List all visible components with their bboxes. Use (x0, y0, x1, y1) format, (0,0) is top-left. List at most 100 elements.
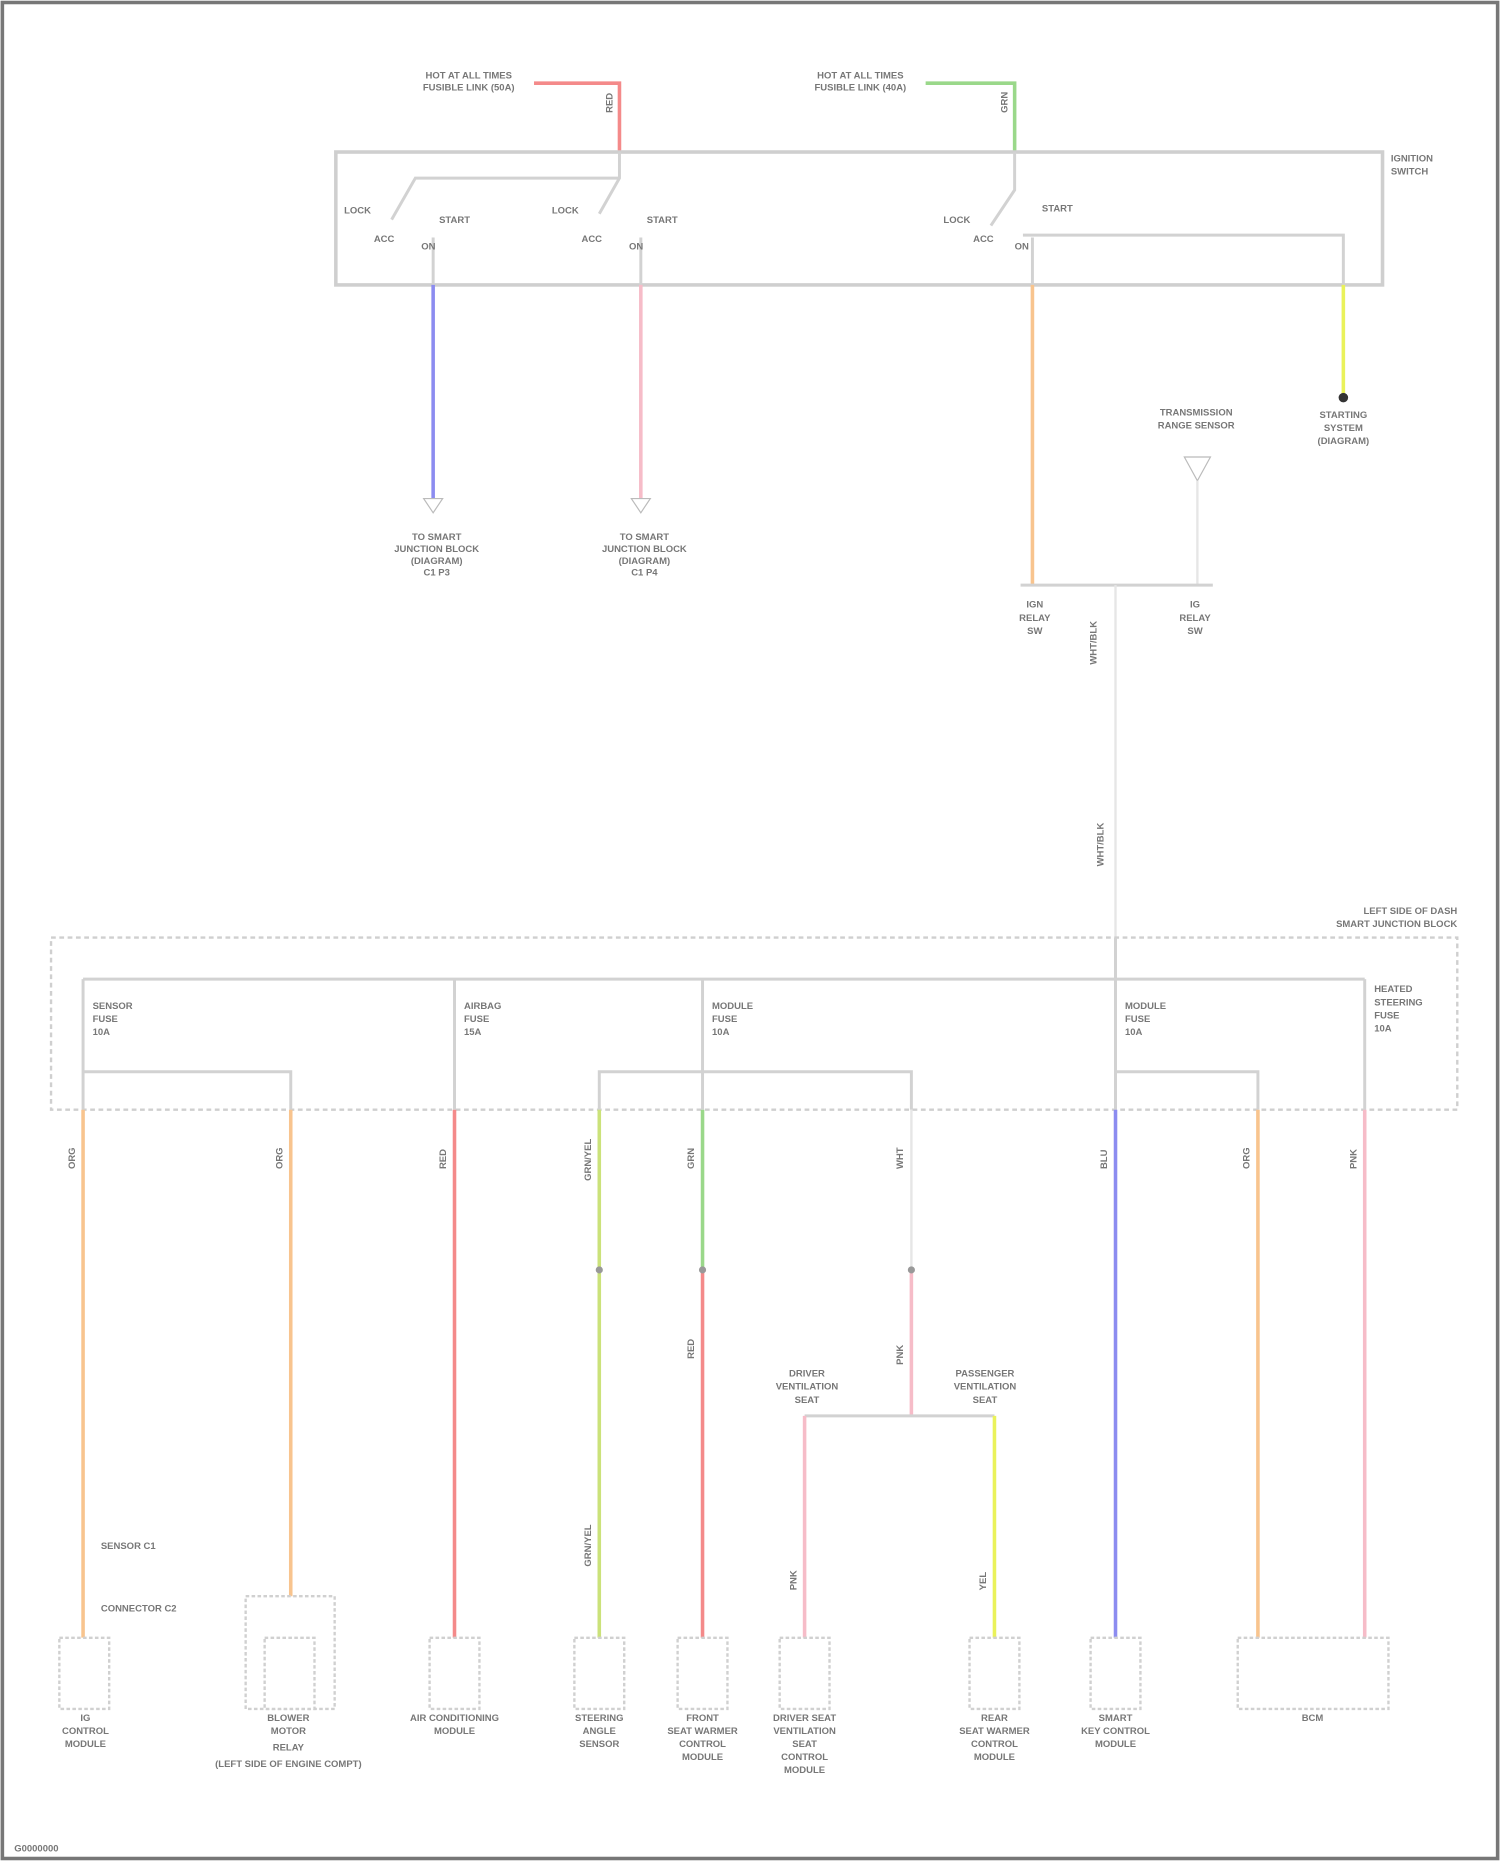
svg-text:IGNITION: IGNITION (1391, 154, 1433, 165)
smart-junction-block: LEFT SIDE OF DASH SMART JUNCTION BLOCK S… (51, 906, 1457, 1110)
svg-text:ORG: ORG (67, 1147, 78, 1169)
fuse-4: MODULE FUSE 10A (1125, 1001, 1166, 1038)
ignition-switch: IGNITION SWITCH LOCK LOCK LOCK ACC ACC A… (336, 152, 1433, 285)
svg-text:MODULE: MODULE (65, 1739, 106, 1750)
svg-text:SMART JUNCTION BLOCK: SMART JUNCTION BLOCK (1336, 919, 1457, 930)
svg-text:START: START (1042, 203, 1073, 214)
footer-code: G0000000 (14, 1843, 58, 1854)
svg-text:IG: IG (80, 1713, 90, 1724)
fuse-5: HEATED STEERING FUSE 10A (1374, 984, 1422, 1034)
svg-text:STARTING: STARTING (1319, 410, 1367, 421)
svg-text:TRANSMISSION: TRANSMISSION (1160, 407, 1233, 418)
svg-text:MODULE: MODULE (712, 1001, 753, 1012)
svg-text:SW: SW (1187, 626, 1202, 637)
svg-text:FUSIBLE LINK (50A): FUSIBLE LINK (50A) (423, 82, 515, 93)
svg-text:IG: IG (1190, 600, 1200, 611)
branch-wires: ORG ORG RED GRN/YEL GRN WHT PNK YEL BLU … (67, 1110, 1365, 1638)
svg-text:TO SMART: TO SMART (620, 532, 670, 543)
component-steering-sensor: STEERING ANGLE SENSOR (574, 1638, 624, 1750)
fuse-3: MODULE FUSE 10A (712, 1001, 753, 1038)
svg-text:FUSE: FUSE (1374, 1010, 1399, 1021)
svg-text:(DIAGRAM): (DIAGRAM) (619, 556, 671, 567)
svg-text:REAR: REAR (981, 1713, 1008, 1724)
svg-text:C1 P3: C1 P3 (424, 568, 450, 579)
svg-text:GRN/YEL: GRN/YEL (583, 1524, 594, 1566)
svg-text:SYSTEM: SYSTEM (1324, 423, 1363, 434)
svg-text:RELAY: RELAY (273, 1743, 305, 1754)
svg-text:MODULE: MODULE (434, 1726, 475, 1737)
svg-text:FUSE: FUSE (712, 1014, 737, 1025)
svg-text:DRIVER SEAT: DRIVER SEAT (773, 1713, 836, 1724)
svg-text:GRN: GRN (1000, 92, 1011, 113)
svg-text:ACC: ACC (374, 234, 395, 245)
svg-text:HEATED: HEATED (1374, 984, 1412, 995)
svg-text:MOTOR: MOTOR (271, 1726, 306, 1737)
svg-text:LOCK: LOCK (552, 206, 579, 217)
svg-text:STEERING: STEERING (575, 1713, 623, 1724)
svg-text:PNK: PNK (1348, 1149, 1359, 1169)
svg-text:C1 P4: C1 P4 (631, 568, 658, 579)
component-bcm: BCM (1238, 1638, 1389, 1724)
svg-text:FUSE: FUSE (1125, 1014, 1150, 1025)
svg-text:ON: ON (629, 241, 643, 252)
svg-text:RED: RED (686, 1339, 697, 1359)
svg-text:FUSE: FUSE (464, 1014, 489, 1025)
svg-text:CONTROL: CONTROL (781, 1752, 828, 1763)
svg-text:15A: 15A (464, 1027, 482, 1038)
svg-text:MODULE: MODULE (1125, 1001, 1166, 1012)
component-ig-module: IG CONTROL MODULE (59, 1638, 109, 1750)
svg-text:STEERING: STEERING (1374, 997, 1422, 1008)
svg-text:FUSE: FUSE (93, 1014, 118, 1025)
svg-text:SW: SW (1027, 626, 1042, 637)
svg-text:ORG: ORG (274, 1147, 285, 1169)
svg-text:FUSIBLE LINK (40A): FUSIBLE LINK (40A) (815, 82, 907, 93)
svg-text:RED: RED (604, 93, 615, 113)
svg-text:IGN: IGN (1026, 600, 1043, 611)
svg-text:10A: 10A (712, 1027, 730, 1038)
svg-text:RANGE SENSOR: RANGE SENSOR (1158, 421, 1235, 432)
svg-text:BLOWER: BLOWER (267, 1713, 309, 1724)
svg-text:BCM: BCM (1302, 1713, 1324, 1724)
svg-text:VENTILATION: VENTILATION (954, 1382, 1017, 1393)
svg-text:10A: 10A (1374, 1023, 1392, 1034)
svg-text:LOCK: LOCK (344, 206, 371, 217)
svg-text:WHT: WHT (895, 1147, 906, 1169)
svg-text:TO SMART: TO SMART (412, 532, 462, 543)
svg-text:MODULE: MODULE (682, 1752, 723, 1763)
svg-text:FRONT: FRONT (686, 1713, 719, 1724)
svg-text:RELAY: RELAY (1179, 613, 1211, 624)
svg-text:SEAT WARMER: SEAT WARMER (959, 1726, 1030, 1737)
svg-text:MODULE: MODULE (1095, 1739, 1136, 1750)
svg-text:RELAY: RELAY (1019, 613, 1051, 624)
svg-text:VENTILATION: VENTILATION (776, 1382, 839, 1393)
svg-text:ORG: ORG (1242, 1147, 1253, 1169)
svg-text:10A: 10A (93, 1027, 111, 1038)
svg-text:JUNCTION BLOCK: JUNCTION BLOCK (602, 544, 687, 555)
svg-text:(DIAGRAM): (DIAGRAM) (1318, 436, 1370, 447)
svg-text:10A: 10A (1125, 1027, 1143, 1038)
svg-text:CONTROL: CONTROL (971, 1739, 1018, 1750)
svg-text:RED: RED (438, 1149, 449, 1169)
svg-text:LEFT SIDE OF DASH: LEFT SIDE OF DASH (1363, 906, 1457, 917)
svg-text:ACC: ACC (581, 234, 602, 245)
svg-text:ANGLE: ANGLE (583, 1726, 616, 1737)
svg-text:JUNCTION BLOCK: JUNCTION BLOCK (394, 544, 479, 555)
svg-text:PNK: PNK (895, 1345, 906, 1365)
svg-text:SENSOR: SENSOR (579, 1739, 619, 1750)
svg-text:PNK: PNK (788, 1570, 799, 1590)
svg-text:BLU: BLU (1099, 1149, 1110, 1169)
svg-text:GRN: GRN (686, 1148, 697, 1169)
svg-text:SEAT: SEAT (973, 1395, 998, 1406)
svg-text:CONTROL: CONTROL (62, 1726, 109, 1737)
svg-text:SENSOR: SENSOR (93, 1001, 133, 1012)
